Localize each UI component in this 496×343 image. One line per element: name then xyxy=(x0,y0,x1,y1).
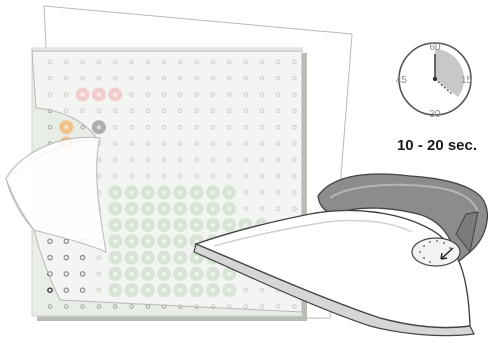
clock-label-left: 45 xyxy=(396,75,408,86)
clock-icon: 60 15 30 45 xyxy=(396,42,473,120)
clock-label-bottom: 30 xyxy=(429,109,441,120)
duration-text: 10 - 20 sec. xyxy=(397,137,477,154)
bead-hole xyxy=(64,125,68,129)
ironing-paper-curl xyxy=(6,137,106,252)
clock-label-top: 60 xyxy=(429,42,441,53)
clock-label-right: 15 xyxy=(461,75,473,86)
